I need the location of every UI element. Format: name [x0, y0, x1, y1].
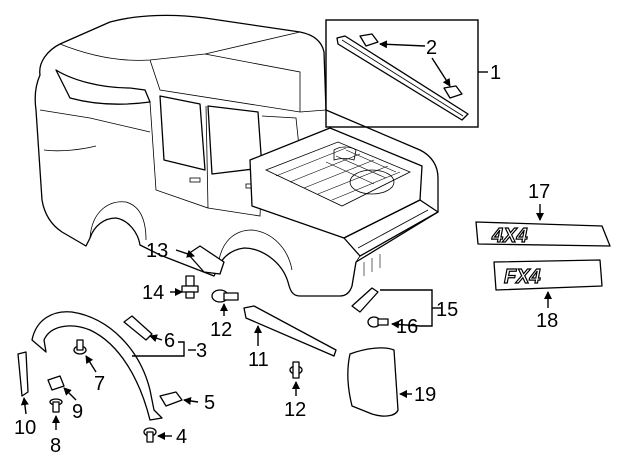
item-13-part	[187, 245, 225, 275]
callout-9: 9	[72, 401, 83, 423]
emblem-fx4-text: FX4	[504, 266, 541, 288]
callout-2: 2	[426, 37, 437, 59]
leader-9	[63, 387, 77, 401]
leader-6	[149, 334, 163, 343]
item-9-nut	[47, 375, 65, 391]
emblem-4x4-text: 4X4	[491, 225, 528, 247]
callout-12-lower: 12	[284, 399, 306, 421]
item-15-bracket	[351, 287, 379, 313]
item-8-screw	[49, 398, 63, 413]
leader-7	[85, 355, 97, 373]
item-1-box	[325, 19, 488, 128]
callout-11: 11	[248, 349, 269, 371]
emblem-4x4: 4X4	[475, 221, 611, 248]
callout-1: 1	[490, 62, 501, 84]
callout-18: 18	[536, 310, 558, 332]
callout-6: 6	[164, 330, 175, 352]
emblem-fx4: FX4	[493, 259, 603, 291]
callout-10: 10	[14, 417, 36, 439]
item-5-clip	[159, 391, 183, 407]
item-7-pin	[73, 339, 87, 355]
callout-8: 8	[50, 435, 61, 457]
callout-5: 5	[204, 392, 215, 414]
callout-7: 7	[94, 373, 105, 395]
callout-3: 3	[196, 340, 207, 362]
callout-14: 14	[142, 282, 164, 304]
item-3-wheel-molding	[31, 311, 163, 421]
item-6-clip	[123, 315, 153, 341]
item-14-bolt	[181, 275, 199, 299]
callout-12-upper: 12	[210, 319, 232, 341]
item-12a-pin	[211, 289, 239, 303]
item-12b-pin	[289, 361, 303, 379]
pickup-truck-body	[34, 14, 439, 297]
leader-2a	[379, 40, 426, 49]
item-4-pin	[143, 427, 157, 443]
leader-16	[391, 320, 421, 329]
item-10-bracket	[17, 351, 29, 397]
leader-10	[20, 397, 29, 415]
leader-2b	[431, 57, 451, 87]
callout-16: 16	[396, 316, 418, 338]
item-19-mud-flap	[347, 347, 399, 417]
item-11-strip	[243, 305, 337, 357]
callout-4: 4	[176, 426, 187, 448]
leader-13	[175, 249, 195, 258]
callout-13: 13	[146, 240, 168, 262]
callout-17: 17	[528, 181, 550, 203]
item-16-pin	[367, 316, 389, 328]
leader-3-bracket	[132, 341, 185, 357]
leader-5	[183, 397, 199, 405]
callout-15: 15	[436, 299, 458, 321]
callout-labels: 1 2 3 4 5 6 7 8 9 10 11 12 12 13 14 15 1…	[14, 37, 558, 457]
callout-19: 19	[414, 384, 436, 406]
